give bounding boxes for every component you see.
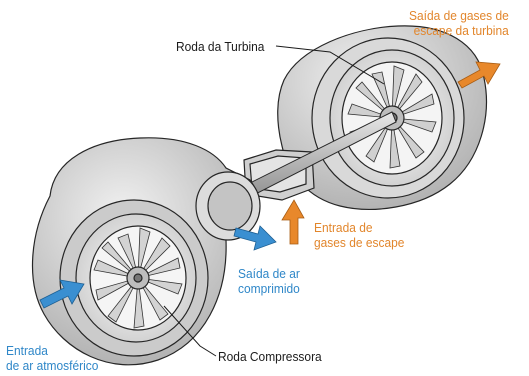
exhaust-outlet-label: Saída de gases de escape da turbina (409, 8, 509, 38)
exhaust-inlet-arrow (282, 200, 304, 244)
air-inlet-text-1: Entrada (6, 343, 98, 358)
compressed-air-text-1: Saída de ar (238, 266, 300, 281)
turbine-wheel-label: Roda da Turbina (176, 39, 264, 54)
compressor-housing (33, 138, 260, 365)
compressed-air-text-2: comprimido (238, 281, 300, 296)
air-inlet-label: Entrada de ar atmosférico (6, 343, 98, 373)
compressor-wheel-text: Roda Compressora (218, 349, 322, 364)
compressed-air-label: Saída de ar comprimido (238, 266, 300, 296)
turbine-wheel-text: Roda da Turbina (176, 39, 264, 54)
exhaust-inlet-label: Entrada de gases de escape (314, 220, 404, 250)
exhaust-inlet-text-2: gases de escape (314, 235, 404, 250)
compressor-wheel-label: Roda Compressora (218, 349, 322, 364)
exhaust-outlet-text-2: escape da turbina (409, 23, 509, 38)
exhaust-outlet-text-1: Saída de gases de (409, 8, 509, 23)
exhaust-inlet-text-1: Entrada de (314, 220, 404, 235)
air-inlet-text-2: de ar atmosférico (6, 358, 98, 373)
compressed-air-arrow (234, 226, 276, 250)
